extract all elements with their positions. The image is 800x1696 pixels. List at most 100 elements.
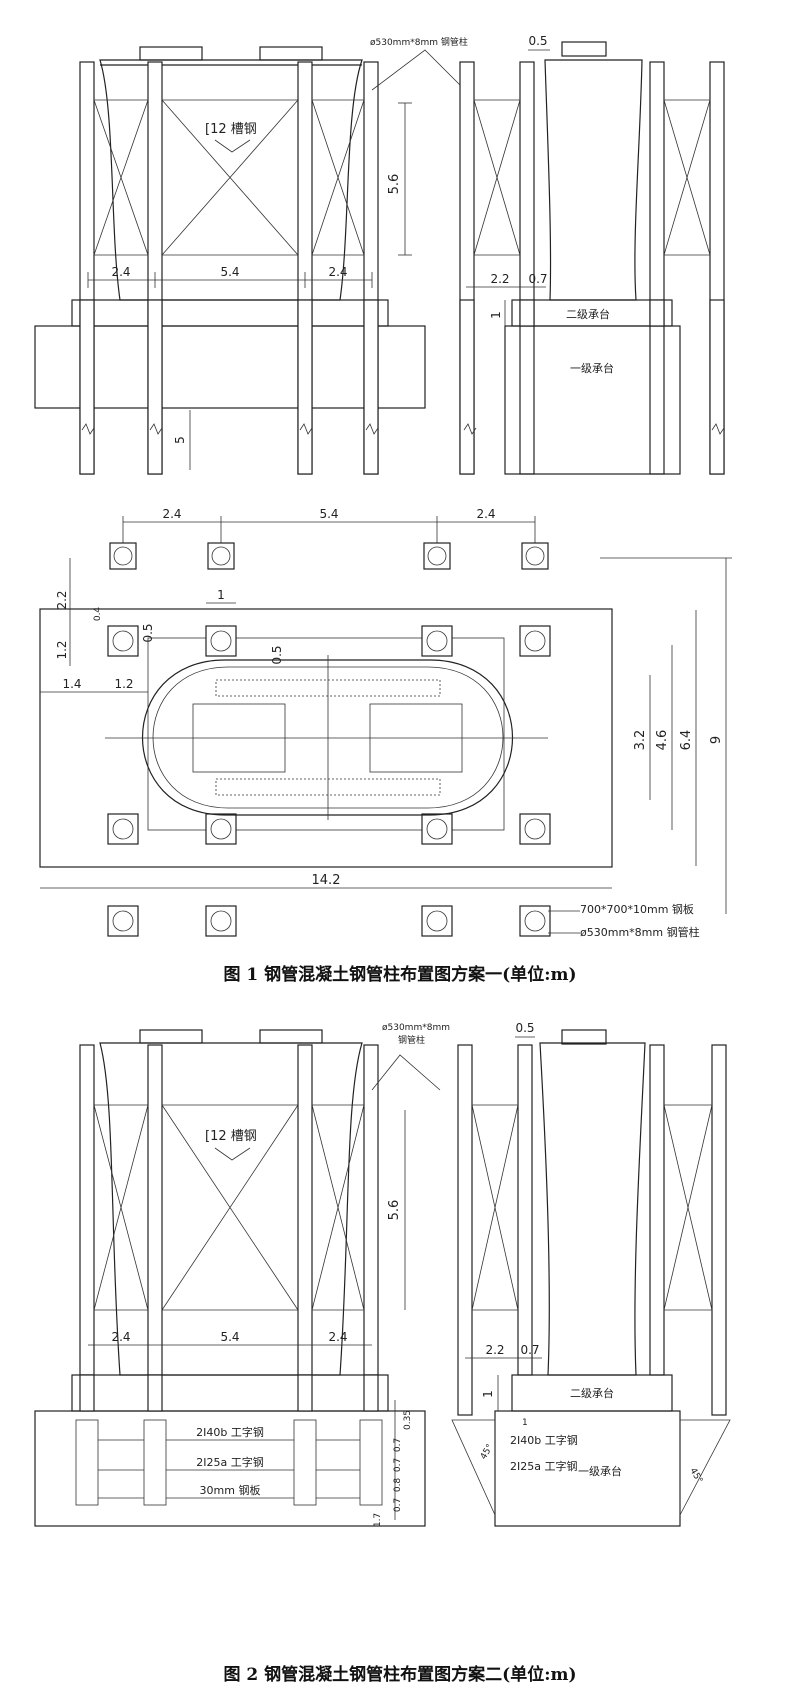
- plan-r1: 3.2: [633, 730, 648, 751]
- dim-d6: 1.7: [373, 1513, 383, 1527]
- fig1-side-elevation: 二级承台 一级承台 0.5 2.2 0.7 1: [459, 34, 725, 475]
- dim-c: 1: [489, 311, 503, 319]
- plan-l6: 1.2: [114, 677, 133, 691]
- angle-right: 45°: [687, 1467, 704, 1486]
- pier-body: [99, 59, 363, 301]
- plate-label: 700*700*10mm 钢板: [580, 902, 694, 916]
- dim-height: 5.6: [387, 174, 402, 195]
- cap1-label: 一级承台: [570, 361, 614, 375]
- dim-right: 2.4: [328, 265, 347, 279]
- steel-pipe-column: [711, 1044, 727, 1416]
- pipe-label-plan: ø530mm*8mm 钢管柱: [580, 925, 700, 939]
- cross-bracing: [93, 99, 365, 256]
- dim-b: 0.7: [528, 272, 547, 286]
- dim-top: 0.5: [528, 34, 547, 48]
- plan-l7: 1: [217, 588, 225, 602]
- dim-c: 1: [481, 1390, 495, 1398]
- plan-l8: 0.5: [270, 645, 284, 664]
- dim-d2: 0.7: [393, 1438, 403, 1452]
- bracket-left: [451, 1419, 496, 1516]
- steel-pipe-column: [519, 61, 535, 475]
- steel-pipe-column: [517, 1044, 533, 1376]
- first-level-cap: [34, 1410, 426, 1527]
- plan-r4: 9: [709, 736, 724, 744]
- dim-mid: 5.4: [220, 265, 239, 279]
- pipe-label-b: 钢管柱: [398, 1034, 425, 1046]
- fig1-plan: 2.4 5.4 2.4: [39, 507, 732, 939]
- second-level-cap: [71, 299, 389, 327]
- fig2-side-elevation: 二级承台 一级承台 2I40b 工字钢 2I25a 工字钢 1 45° 45° …: [451, 1021, 731, 1527]
- beam1-label: 2I40b 工字钢: [196, 1425, 264, 1439]
- beam2-label: 2I25a 工字钢: [196, 1455, 263, 1469]
- pipe-label-a: ø530mm*8mm: [382, 1023, 450, 1033]
- plan-l4: 0.5: [141, 623, 155, 642]
- pile-row-upper: [107, 625, 551, 657]
- plan-top-a: 2.4: [162, 507, 181, 521]
- dim-d4: 0.8: [393, 1478, 403, 1493]
- cap1-label: 一级承台: [578, 1464, 622, 1478]
- pier-cap-top: [561, 41, 607, 57]
- dim-d3: 0.7: [393, 1458, 403, 1472]
- dim-small: 1: [522, 1418, 528, 1428]
- embedded-brackets: [75, 1419, 383, 1506]
- dim-d1: 0.35: [403, 1410, 413, 1430]
- pile-row-lower: [107, 813, 551, 845]
- plan-l3: 1.2: [55, 640, 69, 659]
- steel-pipe-column: [649, 1044, 665, 1376]
- angle-left: 45°: [479, 1443, 496, 1462]
- figure-1-caption: 图 1 钢管混凝土钢管柱布置图方案一(单位:m): [223, 965, 577, 985]
- rebar-strip-top: [215, 679, 441, 697]
- plan-r3: 6.4: [679, 730, 694, 751]
- dim-left: 2.4: [111, 1330, 130, 1344]
- plan-l2: 0.4: [93, 607, 103, 622]
- dim-b: 0.7: [520, 1343, 539, 1357]
- fig2-front-elevation: 2I40b 工字钢 2I25a 工字钢 30mm 钢板 0.35 0.7 0.7…: [34, 1023, 450, 1527]
- dim-left: 2.4: [111, 265, 130, 279]
- plan-top-b: 5.4: [319, 507, 338, 521]
- pipe-label: ø530mm*8mm 钢管柱: [370, 36, 468, 48]
- pier-outline-plan: [141, 659, 514, 816]
- fig1-front-elevation: 5.6 2.4 5.4 2.4 [12 槽钢 5 ø530mm*8mm 钢管柱: [34, 36, 468, 475]
- pile-row-bottom: [107, 905, 551, 937]
- steel-pipe-column: [147, 1044, 163, 1376]
- pier-body-side: [539, 1042, 646, 1376]
- steel-pipe-column: [363, 1044, 379, 1376]
- dim-mid: 5.4: [220, 1330, 239, 1344]
- channel-label: [12 槽钢: [205, 1129, 257, 1144]
- plate-label: 30mm 钢板: [200, 1483, 261, 1497]
- first-level-cap-plan: [39, 608, 613, 868]
- dim-a: 2.2: [485, 1343, 504, 1357]
- dim-a: 2.2: [490, 272, 509, 286]
- figure-2-caption: 图 2 钢管混凝土钢管柱布置图方案二(单位:m): [223, 1665, 577, 1685]
- pier-cap-top-right: [259, 46, 323, 61]
- plan-bottom: 14.2: [312, 873, 341, 888]
- pile-row-top: [109, 542, 549, 570]
- pier-body-side: [544, 59, 643, 301]
- plan-l5: 1.4: [62, 677, 81, 691]
- cap2-label: 二级承台: [570, 1386, 614, 1400]
- dim-right: 2.4: [328, 1330, 347, 1344]
- steel-pipe-column: [297, 1044, 313, 1376]
- dim-d5: 0.7: [393, 1498, 403, 1512]
- rebar-strip-bottom: [215, 778, 441, 796]
- beam2-label: 2I25a 工字钢: [510, 1459, 577, 1473]
- steel-pipe-column: [457, 1044, 473, 1416]
- dim-pile: 5: [173, 436, 187, 444]
- steel-pipe-column: [649, 61, 665, 475]
- first-level-cap: [504, 325, 681, 475]
- plan-l1: 2.2: [55, 590, 69, 609]
- dim-height: 5.6: [387, 1200, 402, 1221]
- pier-cap-top-left: [139, 46, 203, 61]
- second-level-cap-plan: [147, 637, 505, 831]
- dim-top: 0.5: [515, 1021, 534, 1035]
- beam1-label: 2I40b 工字钢: [510, 1433, 578, 1447]
- channel-label: [12 槽钢: [205, 122, 257, 137]
- plan-top-c: 2.4: [476, 507, 495, 521]
- first-level-cap: [34, 325, 426, 409]
- plan-r2: 4.6: [655, 730, 670, 751]
- second-level-cap: [71, 1374, 389, 1412]
- steel-pipe-column: [79, 1044, 95, 1376]
- bracket-right: [679, 1419, 731, 1516]
- cap2-label: 二级承台: [566, 307, 610, 321]
